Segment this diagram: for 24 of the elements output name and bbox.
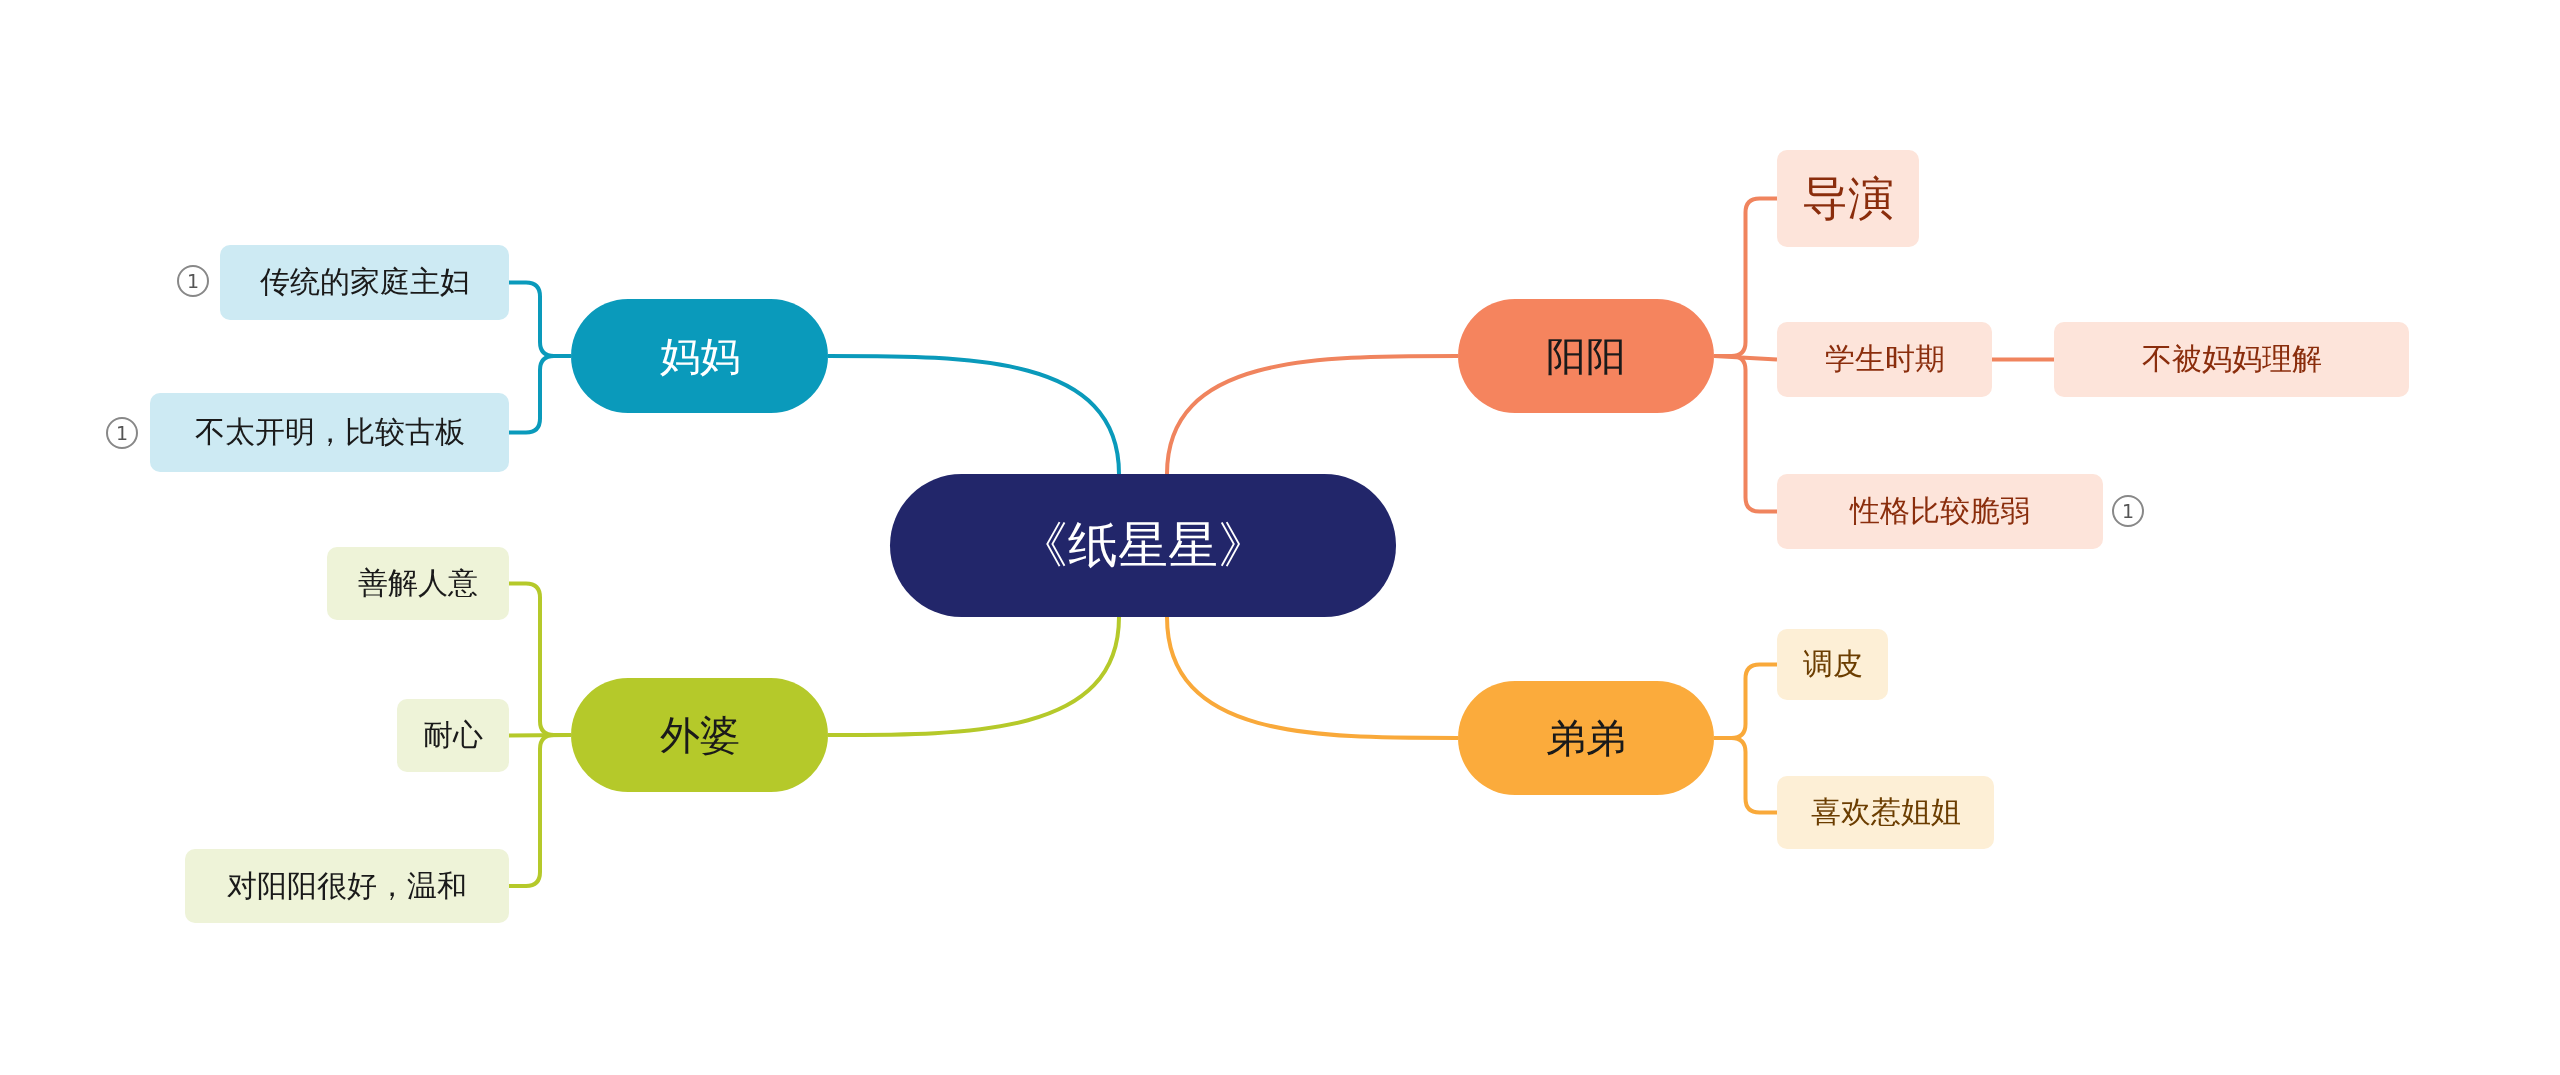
subtopic-box: 不被妈妈理解: [2054, 322, 2409, 397]
subtopic-box: 不太开明，比较古板: [150, 393, 509, 472]
branch-topic: 外婆: [571, 678, 828, 792]
subtopic-box: 耐心: [397, 699, 509, 772]
subtopic-box: 导演: [1777, 150, 1919, 247]
connector-line: [1165, 354, 1458, 475]
subtopic-box: 传统的家庭主妇: [220, 245, 509, 320]
central-topic: 《纸星星》: [890, 474, 1396, 617]
branch-topic: 阳阳: [1458, 299, 1714, 413]
connector-line: [1992, 357, 2054, 362]
subtopic-box: 性格比较脆弱: [1777, 474, 2103, 549]
subtopic-box: 对阳阳很好，温和: [185, 849, 509, 923]
subtopic-box: 调皮: [1777, 629, 1888, 700]
callout-number: 1: [177, 265, 209, 297]
connector-line: [828, 616, 1121, 737]
callout-number: 1: [106, 417, 138, 449]
subtopic-box: 善解人意: [327, 547, 509, 620]
callout-number: 1: [2112, 495, 2144, 527]
connector-line: [1165, 616, 1458, 740]
branch-topic: 妈妈: [571, 299, 828, 413]
branch-topic: 弟弟: [1458, 681, 1714, 795]
subtopic-box: 喜欢惹姐姐: [1777, 776, 1994, 849]
subtopic-box: 学生时期: [1777, 322, 1992, 397]
connector-line: [828, 354, 1121, 475]
